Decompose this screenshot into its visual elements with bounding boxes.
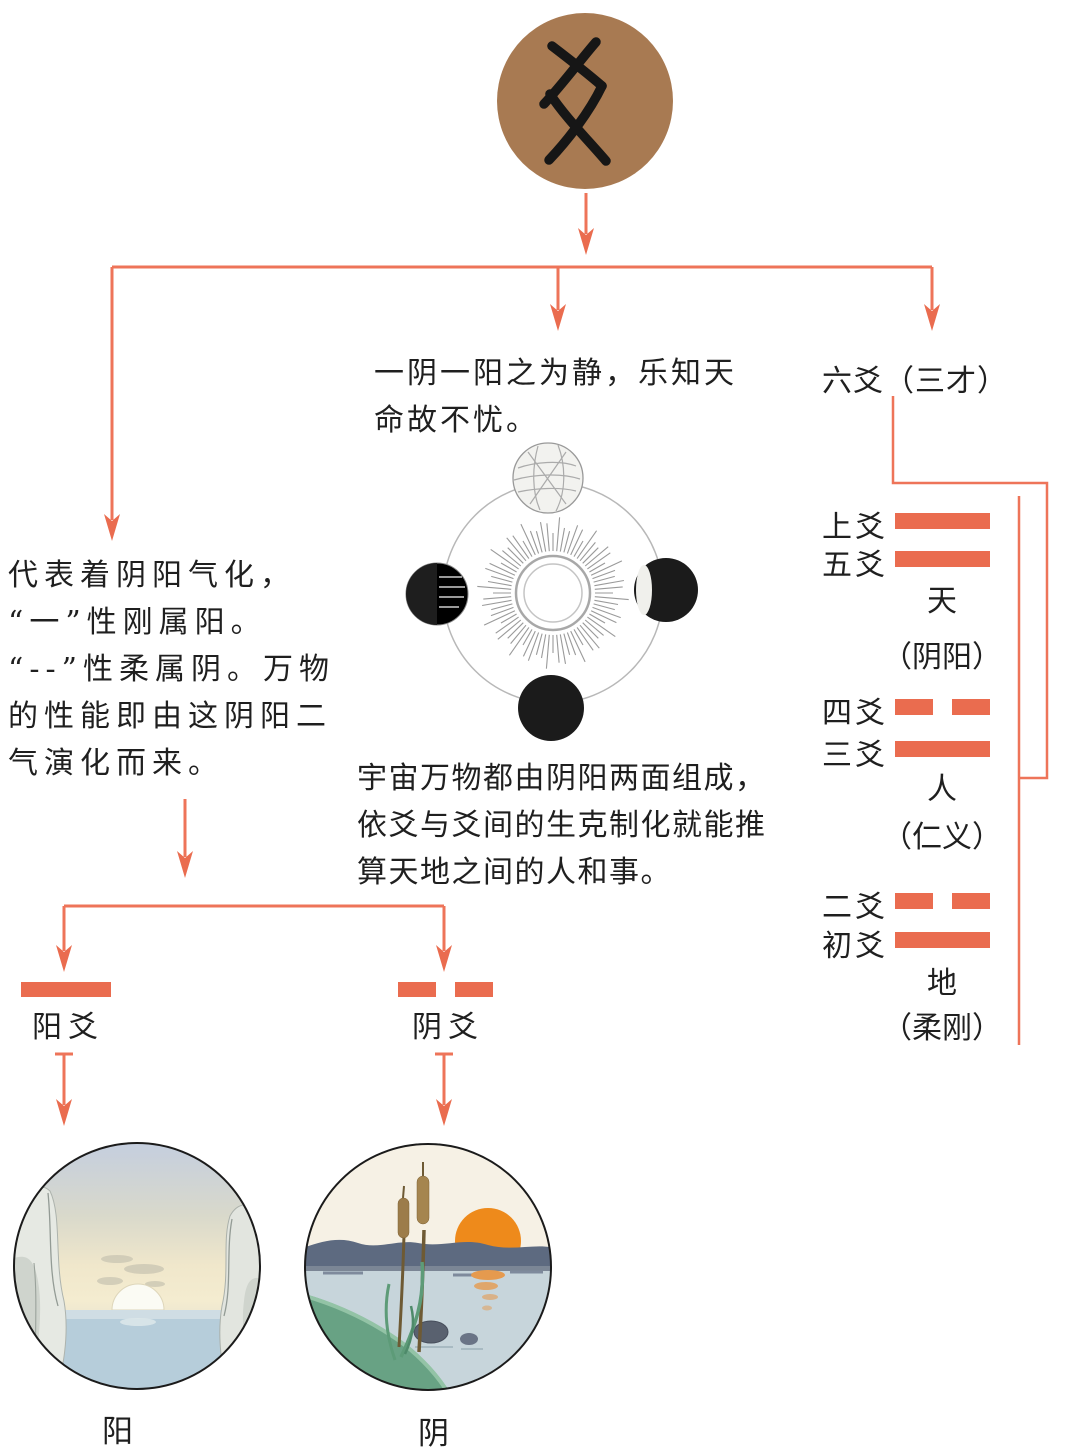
caption-line: 依爻与爻间的生克制化就能推 — [357, 808, 767, 843]
yin-caption: 阴 — [418, 1416, 449, 1452]
paragraph-line: 代表着阴阳气化， — [8, 558, 296, 593]
crescent-moon-icon — [634, 558, 698, 622]
arrowheads — [56, 228, 940, 1126]
virtue-label-man: （仁义） — [882, 820, 1002, 855]
distant-hills — [305, 1240, 551, 1266]
oracle-yao-glyph — [539, 37, 611, 166]
yao-bar — [895, 699, 990, 715]
half-moon-icon — [405, 562, 469, 626]
yin-yao-label: 阴爻 — [412, 1010, 484, 1045]
yang-scene-illustration — [13, 1142, 261, 1390]
sun-moon-orbit-illustration — [405, 442, 698, 741]
paragraph-line: “一”性刚属阳。 — [8, 605, 267, 640]
quote-text: 一阴一阳之为静，乐知天 命故不忧。 — [374, 350, 737, 444]
paragraph-line: 气演化而来。 — [8, 746, 224, 781]
yang-caption: 阳 — [102, 1414, 133, 1450]
left-paragraph: 代表着阴阳气化， “一”性刚属阳。 “--”性柔属阴。万物 的性能即由这阴阳二 … — [8, 552, 335, 787]
globe-icon — [512, 442, 584, 514]
right-branch-title: 六爻（三才） — [822, 364, 1008, 399]
caption-text: 宇宙万物都由阴阳两面组成， 依爻与爻间的生克制化就能推 算天地之间的人和事。 — [357, 755, 767, 896]
caption-line: 算天地之间的人和事。 — [357, 855, 672, 890]
yin-yao-bar — [398, 982, 493, 997]
paragraph-line: 的性能即由这阴阳二 — [8, 699, 332, 734]
yao-bar — [895, 513, 990, 529]
sun-reflection — [471, 1270, 505, 1311]
yao-label-chu: 初爻 — [822, 929, 888, 964]
sunburst-rays — [477, 517, 629, 669]
yao-bar — [895, 551, 990, 567]
yang-yao-bar — [21, 982, 111, 997]
yao-label-san: 三爻 — [822, 738, 888, 773]
yang-yao-label: 阳爻 — [32, 1010, 104, 1045]
yao-bar — [895, 932, 990, 948]
cattail-reeds — [384, 1162, 430, 1361]
realm-label-man: 人 — [927, 772, 957, 807]
cloud-smudges — [97, 1255, 165, 1287]
water-rocks — [413, 1320, 483, 1350]
right-bracket — [891, 396, 1049, 1045]
new-moon-icon — [518, 675, 584, 741]
root-symbol-circle — [497, 13, 673, 189]
quote-line: 一阴一阳之为静，乐知天 — [374, 356, 737, 391]
realm-label-earth: 地 — [927, 966, 957, 1001]
caption-line: 宇宙万物都由阴阳两面组成， — [357, 761, 767, 796]
yao-label-wu: 五爻 — [822, 548, 888, 583]
yao-bar — [895, 893, 990, 909]
yao-label-shang: 上爻 — [822, 510, 888, 545]
virtue-label-heaven: （阴阳） — [882, 640, 1002, 675]
virtue-label-earth: （柔刚） — [882, 1011, 1002, 1046]
yao-label-er: 二爻 — [822, 890, 888, 925]
yao-label-si: 四爻 — [822, 696, 888, 731]
yin-scene-illustration — [304, 1143, 552, 1391]
quote-line: 命故不忧。 — [374, 403, 539, 438]
rising-sun — [111, 1283, 165, 1311]
realm-label-heaven: 天 — [927, 584, 957, 619]
paragraph-line: “--”性柔属阴。万物 — [8, 652, 335, 687]
yao-bar — [895, 741, 990, 757]
